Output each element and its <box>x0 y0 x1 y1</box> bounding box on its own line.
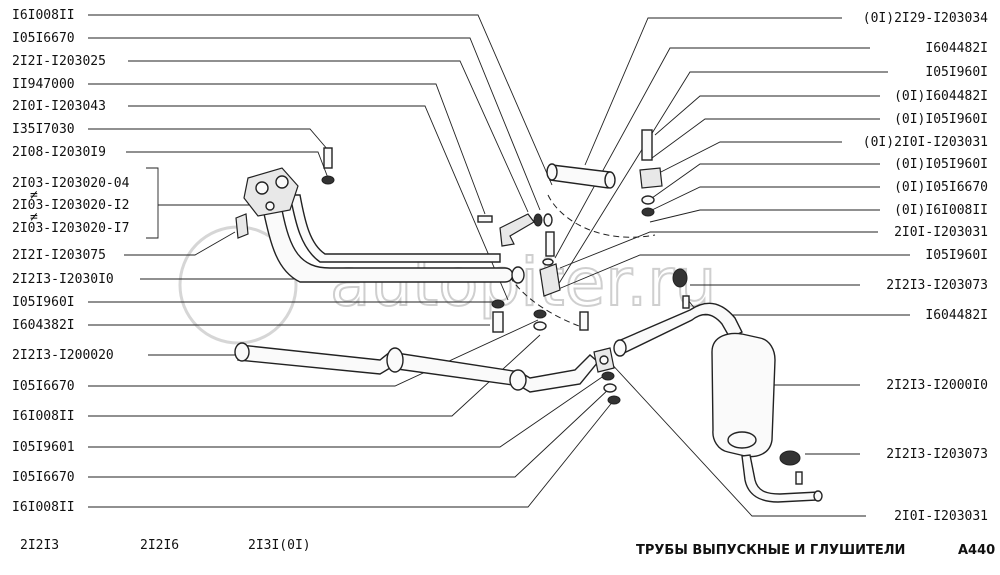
left-label: I604382I <box>12 318 75 333</box>
watermark: autopiter.ru <box>178 225 717 345</box>
right-label: (0I)I604482I <box>894 89 988 104</box>
left-label: I05I9601 <box>12 440 75 455</box>
bracket-line <box>146 167 159 239</box>
right-label: I604482I <box>925 308 988 323</box>
right-label: I05I960I <box>925 65 988 80</box>
left-label: I05I960I <box>12 295 75 310</box>
center-clamp <box>539 231 561 297</box>
footer: 2I2I3 2I2I6 2I3I(0I) ТРУБЫ ВЫПУСКНЫЕ И Г… <box>20 538 995 558</box>
clamp-small <box>235 213 249 239</box>
left-label: 2I2I-I203075 <box>12 248 106 263</box>
left-label: 2I2I-I203025 <box>12 54 106 69</box>
model-label: 2I2I6 <box>140 538 179 553</box>
right-label: I604482I <box>925 41 988 56</box>
pipe-sleeve <box>546 163 616 189</box>
right-label: (0I)2I29-I203034 <box>863 11 988 26</box>
right-label: (0I)I05I960I <box>894 157 988 172</box>
left-label: 2I03-I203020-I2 <box>12 198 129 213</box>
hanger-top <box>639 129 663 217</box>
left-label: II947000 <box>12 77 75 92</box>
left-label: I05I6670 <box>12 379 75 394</box>
bolt-lower-left <box>491 299 505 333</box>
main-muffler <box>711 332 776 458</box>
right-label: 2I0I-I203031 <box>894 225 988 240</box>
left-label: I05I6670 <box>12 470 75 485</box>
left-labels: I6I008II I05I6670 2I2I-I203025 II947000 … <box>12 8 130 515</box>
model-label: 2I2I3 <box>20 538 59 553</box>
page-code: A440 <box>958 543 995 558</box>
right-label: 2I2I3-I2000I0 <box>886 378 988 393</box>
left-label: 2I2I3-I2030I0 <box>12 272 114 287</box>
variant-bracket: ≠ ≠ <box>30 167 159 239</box>
parts-drawing <box>234 129 823 503</box>
left-label: I6I008II <box>12 409 75 424</box>
front-downpipe <box>261 194 525 284</box>
muffler-hanger-bottom <box>779 450 803 485</box>
right-label: 2I0I-I203031 <box>894 509 988 524</box>
right-label: 2I2I3-I203073 <box>886 278 988 293</box>
left-label: 2I03-I203020-04 <box>12 176 130 191</box>
right-label: I05I960I <box>925 248 988 263</box>
washer-stack <box>533 309 621 405</box>
intermediate-pipe-resonator <box>234 342 599 393</box>
not-equal-mark: ≠ <box>30 210 38 225</box>
diagram-title: ТРУБЫ ВЫПУСКНЫЕ И ГЛУШИТЕЛИ <box>636 543 905 558</box>
right-label: (0I)2I0I-I203031 <box>863 135 988 150</box>
left-label: 2I08-I2030I9 <box>12 145 106 160</box>
tail-pipe <box>741 454 823 503</box>
right-label: (0I)I05I960I <box>894 112 988 127</box>
manifold-flange <box>243 167 299 217</box>
left-label: I35I7030 <box>12 122 75 137</box>
flange-clamp <box>593 347 615 373</box>
stud-and-nut <box>321 147 335 185</box>
right-label: 2I2I3-I203073 <box>886 447 988 462</box>
left-label: 2I2I3-I200020 <box>12 348 114 363</box>
left-label: 2I0I-I203043 <box>12 99 106 114</box>
not-equal-mark: ≠ <box>30 188 38 203</box>
mounting-bracket <box>477 213 553 247</box>
left-label: I6I008II <box>12 8 75 23</box>
model-label: 2I3I(0I) <box>248 538 311 553</box>
right-labels: (0I)2I29-I203034 I604482I I05I960I (0I)I… <box>863 11 988 524</box>
right-label: (0I)I6I008II <box>894 203 988 218</box>
right-label: (0I)I05I6670 <box>894 180 988 195</box>
left-label: I6I008II <box>12 500 75 515</box>
left-label: I05I6670 <box>12 31 75 46</box>
muffler-hanger-top <box>672 268 690 309</box>
left-label: 2I03-I203020-I7 <box>12 221 129 236</box>
